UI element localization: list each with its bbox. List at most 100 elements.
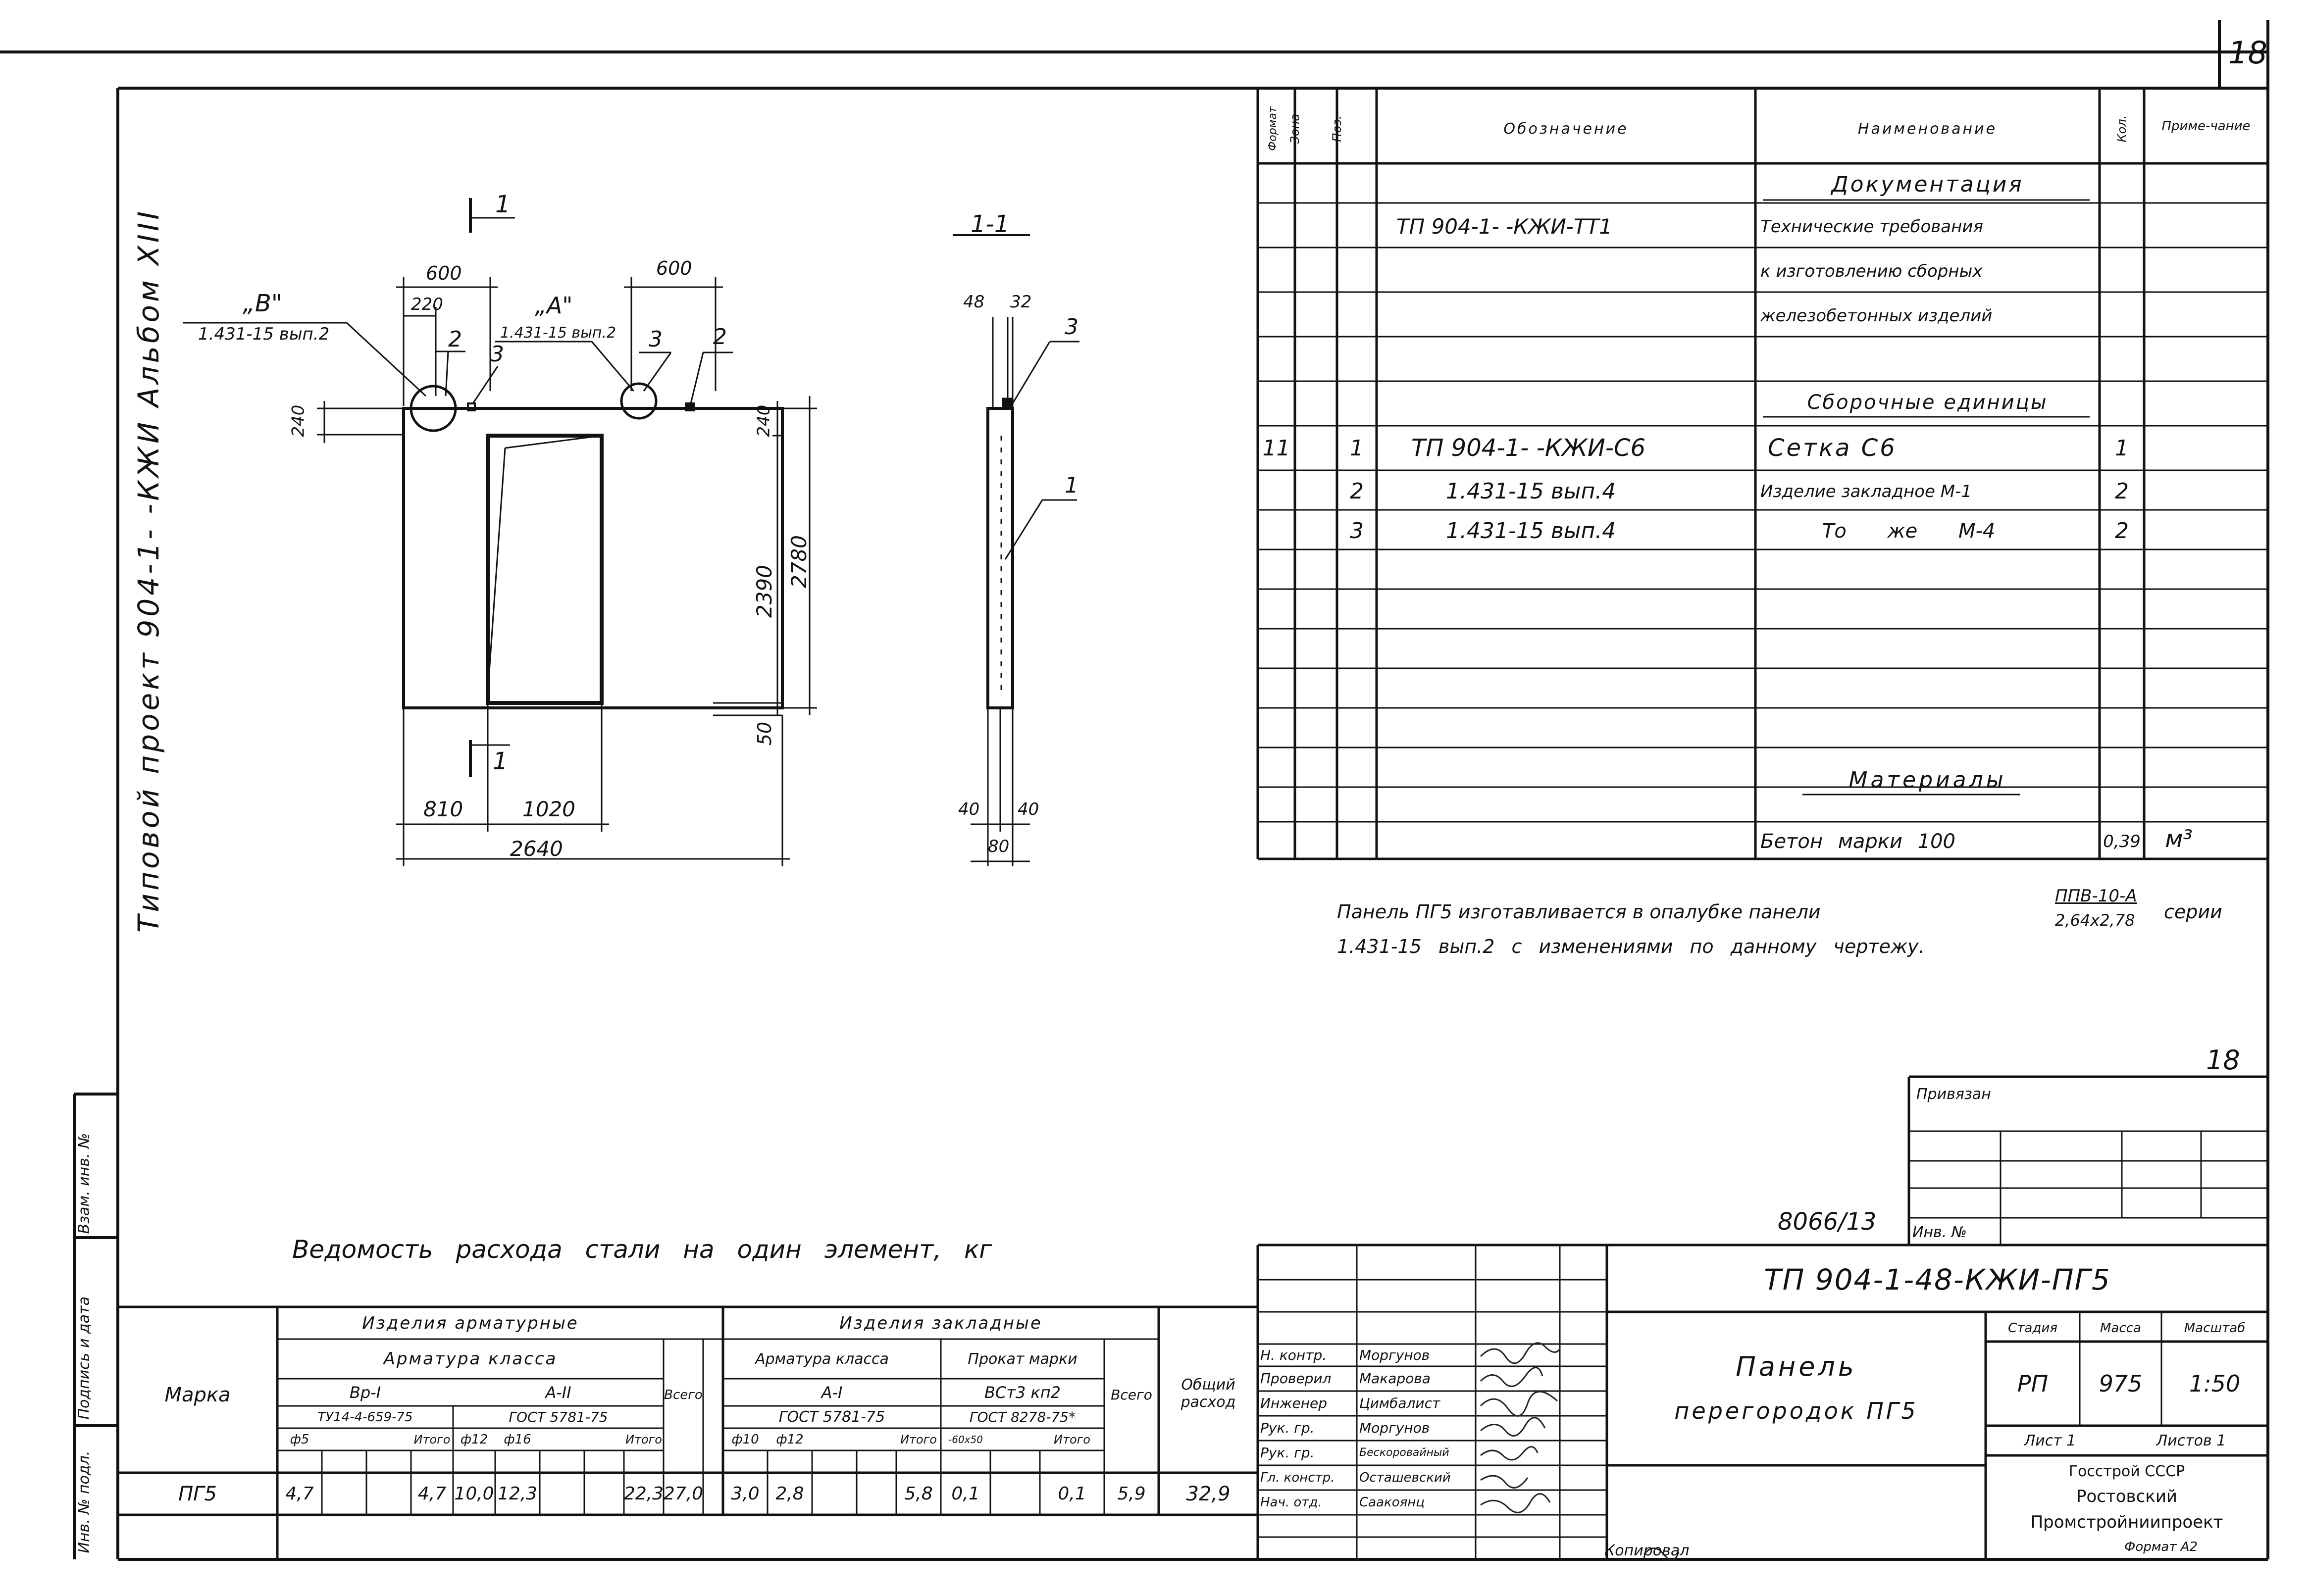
- spec-row2-qty: 2: [2115, 479, 2129, 504]
- spec-doc-designation: ТП 904-1- -КЖИ-ТТ1: [1396, 214, 1612, 239]
- spec-row1-qty: 1: [2115, 435, 2129, 461]
- spec-section-docs: Документация: [1831, 172, 2024, 197]
- steel-class-a2: А-II: [545, 1383, 571, 1402]
- sec-dim-40-right: 40: [1018, 799, 1039, 819]
- title-name-2: перегородок ПГ5: [1674, 1397, 1918, 1424]
- steel-marka: Марка: [164, 1383, 231, 1406]
- note-line1b: серии: [2164, 901, 2222, 923]
- org-line-2: Ростовский: [2076, 1486, 2178, 1506]
- steel-class-vp: Вр-I: [349, 1383, 381, 1402]
- pos-2-left: 2: [448, 327, 462, 352]
- role-6: Гл. констр.: [1260, 1470, 1335, 1485]
- callout-a-name: „А": [535, 292, 573, 319]
- spec-section-materials: Материалы: [1848, 767, 2006, 793]
- spec-row2-designation: 1.431-15 вып.4: [1446, 479, 1616, 504]
- steel-itogo-3: Итого: [900, 1432, 937, 1446]
- mass-label: Масса: [2100, 1320, 2141, 1336]
- role-5-name: Бескоровайный: [1359, 1446, 1449, 1459]
- steel-row-pr: 0,1: [951, 1484, 980, 1504]
- steel-row-it3: 5,8: [904, 1484, 933, 1504]
- role-1: Н. контр.: [1260, 1347, 1327, 1363]
- spec-row2-pos: 2: [1350, 479, 1364, 504]
- steel-armature-class: Арматура класса: [383, 1349, 558, 1369]
- dim-810: 810: [423, 797, 463, 821]
- role-1-name: Моргунов: [1359, 1347, 1430, 1363]
- scale-value: 1:50: [2189, 1370, 2241, 1397]
- steel-row-d16: 12,3: [497, 1484, 538, 1504]
- steel-row-d12: 10,0: [454, 1484, 494, 1504]
- org-line-1: Госстрой СССР: [2068, 1463, 2185, 1480]
- title-code: ТП 904-1-48-КЖИ-ПГ5: [1764, 1263, 2111, 1297]
- steel-d16: ф16: [504, 1432, 531, 1447]
- steel-itogo-2: Итого: [625, 1432, 662, 1446]
- section-mark-top: 1: [495, 191, 511, 218]
- role-7: Нач. отд.: [1260, 1495, 1322, 1510]
- steel-d12: ф12: [460, 1432, 488, 1447]
- spec-material-name: Бетон марки 100: [1760, 830, 1955, 853]
- note-formwork-size: 2,64x2,78: [2055, 911, 2135, 930]
- panel-elevation: [183, 198, 817, 866]
- pos-3-left: 3: [490, 342, 504, 367]
- steel-total-consumption: Общий расход: [1181, 1376, 1236, 1411]
- role-3: Инженер: [1260, 1395, 1328, 1411]
- steel-rolled: Прокат марки: [968, 1350, 1078, 1368]
- privyazan-label: Привязан: [1916, 1085, 1991, 1103]
- sec-dim-32: 32: [1010, 292, 1032, 312]
- steel-row-vsego1: 27,0: [664, 1484, 703, 1504]
- inv-no-value: 8066/13: [1778, 1208, 1877, 1236]
- spec-doc-name-2: к изготовлению сборных: [1760, 261, 1983, 281]
- dim-220: 220: [411, 295, 443, 314]
- spec-header-note: Приме-чание: [2161, 119, 2251, 134]
- steel-row-vsego2: 5,9: [1117, 1484, 1146, 1504]
- spec-row1-pos: 1: [1350, 435, 1364, 461]
- sec-pos-1: 1: [1065, 473, 1078, 498]
- spec-doc-name-1: Технические требования: [1760, 216, 1983, 237]
- callout-b-name: „В": [243, 290, 282, 317]
- note-line1a: Панель ПГ5 изготавливается в опалубке па…: [1337, 901, 1821, 923]
- steel-row-it4: 0,1: [1058, 1484, 1086, 1504]
- note-line2: 1.431-15 вып.2 с изменениями по данному …: [1337, 936, 1925, 957]
- mass-value: 975: [2099, 1370, 2143, 1397]
- steel-embedded-class: Арматура класса: [755, 1350, 889, 1368]
- steel-row-it1: 4,7: [417, 1484, 447, 1504]
- role-3-name: Цимбалист: [1359, 1395, 1440, 1411]
- stage-label: Стадия: [2008, 1320, 2057, 1336]
- spec-header-designation: Обозначение: [1503, 120, 1629, 138]
- section-view: [953, 234, 1079, 866]
- spec-material-unit: м³: [2165, 825, 2193, 853]
- steel-gost-5781-a: ГОСТ 5781-75: [509, 1409, 608, 1425]
- dim-600-right: 600: [656, 257, 692, 279]
- spec-row3-qty: 2: [2115, 518, 2129, 544]
- title-name-1: Панель: [1736, 1350, 1857, 1382]
- sheet-label: Лист 1: [2024, 1432, 2076, 1449]
- sec-dim-40-left: 40: [958, 799, 980, 819]
- steel-itogo-4: Итого: [1054, 1432, 1090, 1446]
- scale-label: Масштаб: [2184, 1320, 2246, 1336]
- steel-d12b: ф12: [776, 1432, 804, 1447]
- spec-material-qty: 0,39: [2103, 832, 2141, 851]
- spec-row3-designation: 1.431-15 вып.4: [1446, 518, 1616, 544]
- inv-no-label: Инв. №: [1912, 1223, 1967, 1241]
- copied-label: Копировал: [1604, 1542, 1690, 1559]
- stamp-sheet-number: 18: [2206, 1045, 2240, 1076]
- org-line-3: Промстройниипроект: [2030, 1512, 2223, 1532]
- role-4-name: Моргунов: [1359, 1420, 1430, 1436]
- steel-row-total: 32,9: [1186, 1482, 1231, 1505]
- dim-600-left: 600: [426, 262, 462, 284]
- steel-embedded-products: Изделия закладные: [839, 1313, 1042, 1333]
- spec-row3-pos: 3: [1350, 518, 1364, 544]
- steel-itogo-1: Итого: [413, 1432, 451, 1446]
- dim-1020: 1020: [522, 797, 575, 821]
- pos-2-right: 2: [713, 324, 727, 349]
- steel-row-d5: 4,7: [285, 1484, 314, 1504]
- stage-value: РП: [2017, 1370, 2049, 1397]
- steel-vsego-1: Всего: [664, 1387, 703, 1402]
- spec-row1-format: 11: [1262, 435, 1290, 461]
- steel-class-a1: А-I: [821, 1383, 843, 1402]
- role-2: Проверил: [1260, 1370, 1332, 1387]
- role-4: Рук. гр.: [1260, 1420, 1315, 1436]
- spec-row3-name: То же М-4: [1822, 519, 1996, 543]
- callout-b-ref: 1.431-15 вып.2: [198, 324, 330, 344]
- role-5: Рук. гр.: [1260, 1445, 1315, 1461]
